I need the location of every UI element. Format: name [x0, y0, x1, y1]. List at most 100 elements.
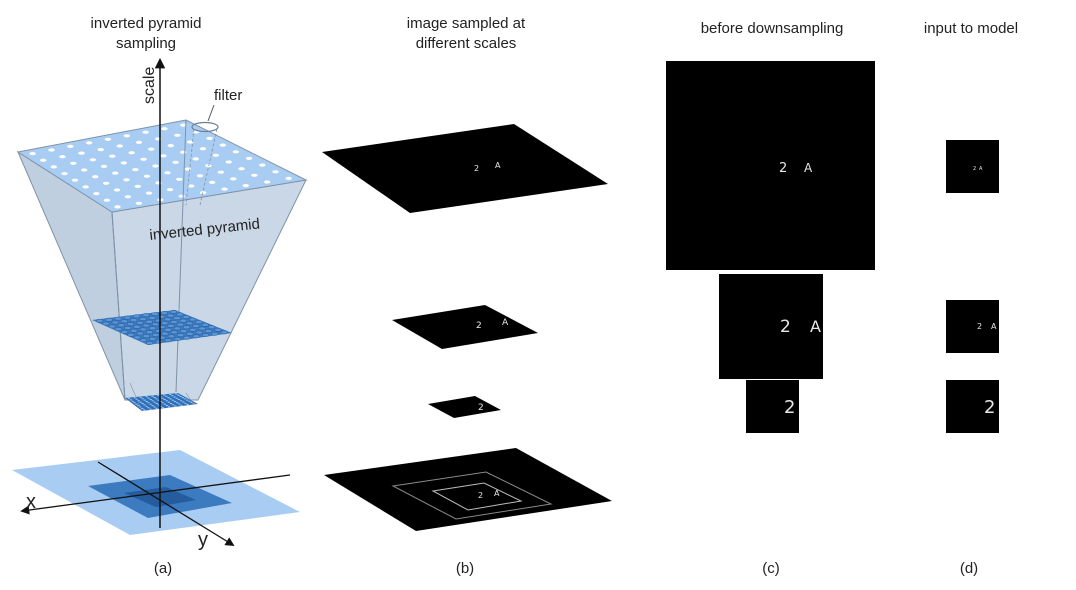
pyramid-bottom-edge-right — [185, 392, 195, 406]
middle-filter-dot — [120, 319, 129, 324]
middle-filter-dot — [151, 322, 160, 327]
caption-d: (d) — [960, 560, 978, 577]
top-filter-dot — [102, 181, 110, 185]
middle-filter-dot — [182, 325, 191, 330]
stacked-outer-ring — [391, 471, 553, 520]
middle-filter-dot — [173, 337, 182, 341]
middle-filter-dot — [95, 318, 104, 323]
bottom-filter-dot — [137, 405, 140, 407]
bottom-filter-dot — [184, 402, 187, 404]
top-filter-dot — [161, 127, 168, 131]
bottom-filter-dot — [141, 407, 144, 410]
scale-plane-small — [428, 396, 501, 418]
top-filter-dot — [206, 136, 213, 140]
bottom-filter-dot — [178, 403, 181, 405]
bottom-filter-dot — [127, 397, 131, 399]
inverted-pyramid — [16, 119, 308, 412]
middle-filter-dot — [120, 329, 129, 334]
input-large-digit-1: 2 — [973, 166, 976, 172]
plane-medium-digit-1: 2 — [476, 321, 482, 331]
top-filter-dot — [97, 148, 104, 152]
middle-filter-dot — [167, 323, 175, 328]
top-filter-dot — [104, 137, 112, 141]
bottom-filter-dot — [188, 400, 191, 402]
bottom-filter-dot — [163, 403, 167, 405]
bottom-filter-dot — [141, 398, 144, 400]
top-filter-dot — [164, 171, 171, 175]
top-filter-dot — [124, 195, 132, 199]
bottom-filter-dot — [153, 396, 156, 399]
middle-filter-dot — [114, 316, 122, 321]
bottom-filter-dot — [133, 397, 137, 399]
bottom-filter-dot — [165, 400, 169, 402]
bottom-filter-dot — [147, 402, 150, 404]
input-large-scale — [946, 140, 999, 193]
bottom-filter-dot — [155, 402, 158, 405]
scale-plane-stacked — [324, 448, 612, 531]
top-filter-dot — [285, 176, 292, 180]
top-filter-dot — [50, 165, 57, 169]
top-filter-dot — [92, 175, 99, 179]
axis-x-label: x — [26, 491, 36, 513]
bottom-filter-dot — [153, 406, 156, 408]
input-large-digit-2: A — [979, 166, 983, 172]
top-filter-dot — [143, 174, 151, 178]
top-filter-dot — [219, 143, 226, 147]
middle-filter-dot — [170, 319, 178, 324]
bottom-filter-dot — [169, 402, 173, 405]
panel-c: before downsampling 2 A 2 A 2 (c) — [666, 20, 875, 577]
filter-ring — [191, 121, 219, 133]
middle-filter-dot — [142, 313, 150, 318]
middle-filter-dot — [167, 334, 176, 339]
top-filter-dot — [209, 180, 216, 184]
top-filter-dot — [160, 154, 167, 158]
middle-filter-dot — [183, 335, 191, 340]
middle-filter-dot — [139, 338, 148, 343]
top-filter-dot — [272, 170, 279, 174]
top-filter-dot — [152, 164, 159, 168]
middle-filter-dot — [105, 317, 113, 322]
middle-filter-grid — [92, 309, 232, 345]
middle-filter-dot — [166, 313, 175, 318]
middle-filter-dot — [207, 325, 216, 330]
bottom-filter-dot — [171, 395, 174, 397]
top-filter-dot — [128, 151, 135, 155]
top-filter-dot — [59, 155, 66, 159]
top-filter-dot — [61, 172, 68, 176]
middle-filter-dot — [148, 315, 156, 320]
bottom-filter-dot — [149, 403, 152, 405]
top-filter-dot — [67, 144, 74, 148]
middle-filter-dot — [161, 331, 169, 336]
middle-filter-dot — [155, 339, 163, 344]
panel-a: inverted pyramid sampling x y — [12, 15, 308, 577]
top-filter-dot — [172, 160, 179, 164]
middle-filter-dot — [188, 317, 197, 322]
top-filter-dot — [145, 191, 153, 195]
top-filter-dot — [242, 184, 249, 188]
top-filter-dot — [212, 153, 219, 157]
middle-filter-dot — [189, 327, 197, 332]
bottom-filter-dot — [155, 398, 158, 400]
top-filter-dot — [112, 171, 119, 175]
bottom-filter-dot — [161, 397, 164, 399]
middle-filter-dot — [185, 321, 194, 326]
axis-y-label: y — [198, 529, 208, 551]
middle-filter-dot — [201, 333, 210, 337]
input-small-digit-1: 2 — [984, 397, 995, 418]
top-filter-dot — [89, 158, 97, 162]
bottom-filter-dot — [179, 400, 183, 402]
bottom-filter-dot — [185, 399, 189, 401]
middle-filter-dot — [201, 322, 209, 327]
top-filter-dot — [48, 148, 55, 152]
input-medium-scale — [946, 300, 999, 353]
top-filter-dot — [178, 194, 185, 198]
middle-filter-dot — [161, 321, 169, 326]
bottom-filter-dot — [149, 408, 152, 410]
image-small — [746, 380, 799, 433]
top-filter-dot — [135, 140, 143, 144]
middle-filter-dot — [198, 326, 206, 331]
bottom-filter-dot — [181, 397, 185, 399]
plane-stacked-digit-1: 2 — [478, 491, 483, 500]
image-large-digit-2: A — [804, 161, 813, 175]
bottom-filter-dot — [169, 393, 172, 396]
